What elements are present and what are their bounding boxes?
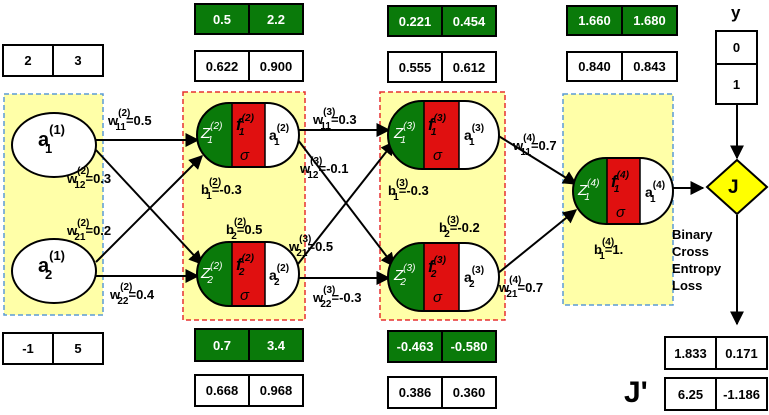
l2-z-top-2: 2.2	[248, 3, 304, 35]
bias-l2-2: b(2)2=0.5	[226, 217, 263, 242]
l3-n2-a-label: a(3)2	[464, 265, 485, 290]
grad-row1-1: 1.833	[664, 336, 717, 370]
weight-l2-w11: w(2)11=0.5	[108, 108, 152, 133]
input-node-2	[11, 238, 97, 304]
l3-n2-z-label: Z(3)2	[394, 263, 416, 288]
l3-z-top-1: 0.221	[387, 5, 443, 37]
l4-n1-f-label: f(4)1	[611, 170, 629, 195]
weight-l3-w22: w(3)22=-0.3	[313, 285, 362, 310]
l2-n2-sigma: σ	[240, 287, 250, 304]
l4-z-top-2: 1.680	[621, 5, 678, 36]
bias-l4-1: b(4)1=1.	[594, 237, 624, 262]
l3-a-top-2: 0.612	[441, 51, 497, 83]
input-sample2-value-1: -1	[2, 332, 54, 365]
weight-l3-w12: w(3)12=-0.1	[300, 156, 349, 181]
edge-w11-l4	[496, 134, 578, 185]
target-label: y	[731, 3, 741, 22]
l2-n1-a-label: a(2)1	[269, 123, 290, 148]
l2-n2-f-label: f(2)2	[236, 253, 254, 278]
input-node-1	[11, 112, 97, 178]
l2-a-bot-2: 0.968	[248, 374, 304, 407]
l3-n1-a-label: a(3)1	[464, 123, 485, 148]
input-node-2-label: a(1)2	[38, 248, 66, 282]
l2-n1-z-label: Z(2)1	[201, 121, 223, 146]
l2-a-bot-1: 0.668	[194, 374, 250, 407]
input-sample2-value-2: 5	[52, 332, 104, 365]
grad-row2-1: 6.25	[664, 377, 717, 411]
l4-n1-sigma: σ	[616, 204, 626, 221]
l3-n1-z-label: Z(3)1	[394, 121, 416, 146]
l3-z-bot-1: -0.463	[387, 330, 443, 363]
l3-z-top-2: 0.454	[441, 5, 497, 37]
l2-z-top-1: 0.5	[194, 3, 250, 35]
l2-a-top-1: 0.622	[194, 50, 250, 82]
weight-l2-w22: w(2)22=0.4	[110, 282, 155, 307]
l4-z-top-1: 1.660	[566, 5, 623, 36]
weight-l3-w11: w(3)11=0.3	[313, 107, 357, 132]
l4-n1-a-label: a(4)1	[645, 180, 666, 205]
target-value-1: 0	[715, 30, 758, 65]
l2-z-bot-1: 0.7	[194, 328, 250, 362]
input-sample1-value-1: 2	[2, 44, 54, 77]
cost-desc-4: Loss	[672, 278, 703, 293]
bias-l2-1: b(2)1=-0.3	[201, 177, 242, 202]
l4-a-top-2: 0.843	[621, 51, 678, 82]
weight-l4-w11: w(4)11=0.7	[513, 133, 557, 158]
input-sample1-value-2: 3	[52, 44, 104, 77]
grad-label: J'	[624, 376, 648, 409]
edge-w21-l2	[95, 155, 203, 263]
bias-l3-1: b(3)1=-0.3	[388, 178, 429, 203]
weight-l3-w21: w(3)21=0.5	[289, 234, 334, 259]
l4-n1-z-label: Z(4)1	[578, 178, 600, 203]
target-value-2: 1	[715, 63, 758, 105]
grad-row2-2: -1.186	[715, 377, 768, 411]
cost-diamond	[705, 158, 769, 216]
weight-l2-w21: w(2)21=0.2	[67, 218, 112, 243]
edge-w21-l3	[297, 140, 395, 265]
cost-desc-2: Cross	[672, 244, 709, 259]
l3-z-bot-2: -0.580	[441, 330, 497, 363]
l2-n1-sigma: σ	[240, 147, 250, 164]
bias-l3-2: b(3)2=-0.2	[439, 215, 480, 240]
l3-a-top-1: 0.555	[387, 51, 443, 83]
l2-n2-a-label: a(2)2	[269, 263, 290, 288]
l3-n1-sigma: σ	[433, 147, 443, 164]
neuron-l2-1	[197, 103, 299, 167]
edge-w21-l4	[496, 209, 578, 275]
weight-l4-w21: w(4)21=0.7	[499, 275, 544, 300]
input-node-1-label: a(1)1	[38, 122, 66, 156]
l2-n1-f-label: f(2)1	[236, 113, 254, 138]
weight-l2-w12: w(2)12=0.3	[67, 166, 112, 191]
l4-a-top-1: 0.840	[566, 51, 623, 82]
cost-desc-1: Binary	[672, 227, 713, 242]
l2-n2-z-label: Z(2)2	[201, 261, 223, 286]
l3-n2-sigma: σ	[433, 289, 443, 306]
cost-desc-3: Entropy	[672, 261, 722, 276]
l3-a-bot-1: 0.386	[387, 376, 443, 409]
l3-n1-f-label: f(3)1	[428, 113, 446, 138]
l2-z-bot-2: 3.4	[248, 328, 304, 362]
l3-n2-f-label: f(3)2	[428, 255, 446, 280]
l2-a-top-2: 0.900	[248, 50, 304, 82]
l3-a-bot-2: 0.360	[441, 376, 497, 409]
grad-row1-2: 0.171	[715, 336, 768, 370]
edge-w12-l2	[95, 149, 203, 266]
cost-label: J	[728, 177, 739, 198]
